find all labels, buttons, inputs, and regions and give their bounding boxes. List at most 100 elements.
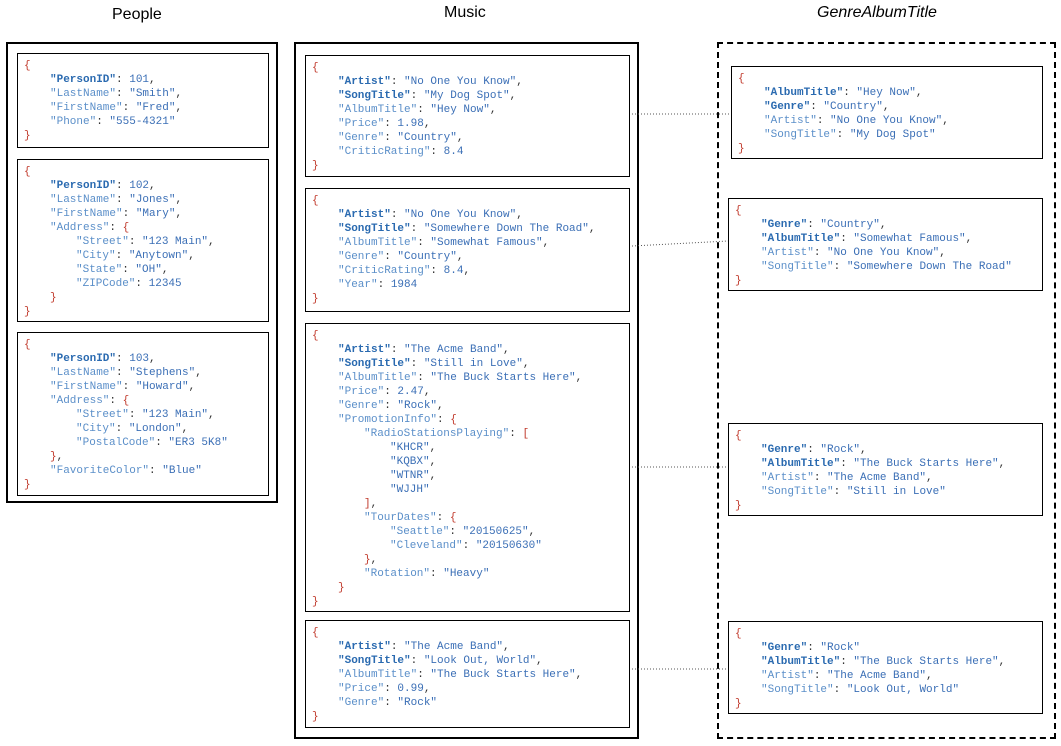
code-token: "ER3 5K8" (168, 437, 228, 449)
code-token: "City" (76, 423, 116, 435)
code-line: "AlbumTitle": "Hey Now", (738, 86, 1042, 100)
code-token: } (738, 143, 745, 155)
code-line: { (735, 429, 1042, 443)
code-token: , (516, 209, 523, 221)
code-line: "Artist": "No One You Know", (735, 246, 1042, 260)
code-token: } (312, 160, 319, 172)
code-token: : (833, 486, 847, 498)
json-code: {"Artist": "No One You Know","SongTitle"… (312, 194, 629, 306)
code-line: "Year": 1984 (312, 278, 629, 292)
code-token: , (370, 498, 378, 510)
code-token: "Price" (338, 118, 385, 130)
code-token: } (24, 130, 31, 142)
code-token: , (195, 367, 202, 379)
code-token: "WTNR" (390, 470, 430, 482)
code-token: "State" (76, 264, 123, 276)
code-line: "Price": 2.47, (312, 385, 629, 399)
code-token: , (456, 132, 464, 144)
code-line: "Artist": "The Acme Band", (312, 343, 629, 357)
code-token: , (575, 669, 583, 681)
code-line: "AlbumTitle": "Hey Now", (312, 103, 629, 117)
code-token: : (813, 247, 828, 259)
code-line: } (735, 499, 1042, 513)
code-line: "Genre": "Rock", (312, 399, 629, 413)
code-token: "Seattle" (390, 526, 450, 538)
code-line: "AlbumTitle": "The Buck Starts Here", (312, 371, 629, 385)
code-line: } (738, 142, 1042, 156)
code-token: "SongTitle" (761, 486, 834, 498)
code-token: "The Acme Band" (827, 670, 927, 682)
code-token: : (384, 251, 398, 263)
code-token: "RadioStationsPlaying" (364, 428, 510, 440)
code-token: : (384, 386, 398, 398)
code-token: : (116, 74, 130, 86)
people-table-title: People (112, 6, 162, 23)
code-line: } (312, 581, 629, 595)
code-token: , (965, 233, 973, 245)
code-token: : (109, 222, 123, 234)
code-token: { (312, 195, 319, 207)
code-line: "Seattle": "20150625", (312, 525, 629, 539)
code-token: , (429, 470, 437, 482)
code-token: : (116, 353, 130, 365)
code-line: "SongTitle": "Somewhere Down The Road", (312, 222, 629, 236)
code-token: , (860, 444, 867, 456)
code-token: , (536, 655, 543, 667)
json-code: {"Genre": "Rock","AlbumTitle": "The Buck… (735, 429, 1042, 513)
code-token: "PersonID" (50, 74, 117, 86)
code-token: "PromotionInfo" (338, 414, 438, 426)
code-token: "KQBX" (390, 456, 430, 468)
code-token: "SongTitle" (338, 358, 411, 370)
code-token: } (364, 554, 371, 566)
gsi-index (717, 42, 1056, 739)
code-token: { (312, 62, 319, 74)
code-token: , (503, 344, 510, 356)
code-token: 0.99 (397, 683, 424, 695)
code-line: { (735, 627, 1042, 641)
code-token: "The Acme Band" (404, 344, 504, 356)
code-line: "AlbumTitle": "The Buck Starts Here", (735, 457, 1042, 471)
code-line: "Artist": "No One You Know", (738, 114, 1042, 128)
code-token: 12345 (148, 278, 182, 290)
code-line: "Artist": "No One You Know", (312, 208, 629, 222)
code-token: , (149, 74, 156, 86)
code-token: "LastName" (50, 367, 117, 379)
code-token: 1.98 (397, 118, 424, 130)
code-line: "LastName": "Jones", (24, 193, 268, 207)
code-token: "CriticRating" (338, 265, 431, 277)
code-token: : (384, 697, 398, 709)
code-token: : (840, 656, 854, 668)
code-token: , (188, 250, 195, 262)
code-token: } (50, 451, 57, 463)
code-token: { (735, 205, 742, 217)
code-token: : (417, 669, 431, 681)
code-token: : (417, 372, 431, 384)
code-token: "FavoriteColor" (50, 465, 150, 477)
music-table (294, 42, 639, 739)
code-token: "Rock" (820, 444, 861, 456)
code-token: "Price" (338, 386, 385, 398)
code-line: { (312, 194, 629, 208)
code-line: "AlbumTitle": "The Buck Starts Here", (312, 668, 629, 682)
code-token: : (155, 437, 169, 449)
code-token: "Country" (820, 219, 880, 231)
code-line: "Street": "123 Main", (24, 235, 268, 249)
code-token: "The Buck Starts Here" (853, 458, 999, 470)
code-token: "Genre" (338, 132, 385, 144)
code-line: "WJJH" (312, 483, 629, 497)
code-line: "FirstName": "Mary", (24, 207, 268, 221)
json-code: {"AlbumTitle": "Hey Now","Genre": "Count… (738, 72, 1042, 156)
code-token: "Heavy" (443, 568, 490, 580)
music-item: {"Artist": "No One You Know","SongTitle"… (305, 188, 630, 312)
code-line: "Genre": "Rock" (735, 641, 1042, 655)
code-token: : (807, 642, 821, 654)
code-token: "Rotation" (364, 568, 431, 580)
code-token: "The Buck Starts Here" (430, 372, 576, 384)
music-table-title: Music (444, 4, 486, 21)
code-token: : (122, 102, 136, 114)
code-token: : (436, 512, 450, 524)
code-token: "PersonID" (50, 180, 117, 192)
code-token: : (390, 76, 405, 88)
music-item: {"Artist": "The Acme Band","SongTitle": … (305, 620, 630, 728)
